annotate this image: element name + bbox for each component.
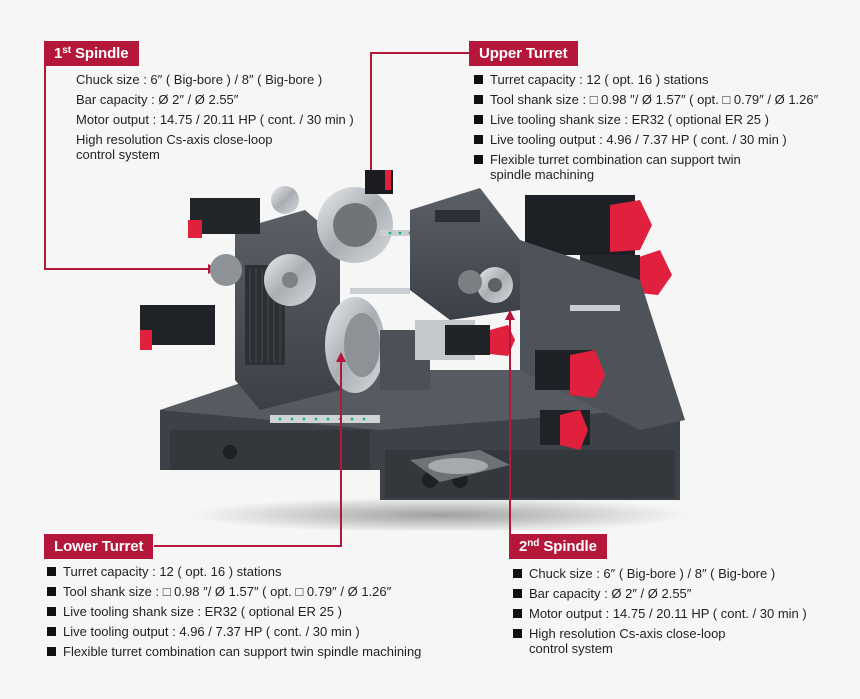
connector-line-upper-turret	[370, 52, 470, 54]
spec-item: Turret capacity : 12 ( opt. 16 ) station…	[473, 72, 818, 87]
connector-line-1st-spindle	[44, 268, 210, 270]
spec-item: High resolution Cs-axis close-loop contr…	[76, 132, 273, 162]
connector-line-2nd-spindle	[509, 318, 511, 534]
title-number: 1	[54, 45, 63, 62]
title-number: 2	[519, 538, 528, 555]
title-ordinal: nd	[527, 538, 540, 549]
arrow-up-icon	[505, 310, 515, 320]
spec-item: Chuck size : 6″ ( Big-bore ) / 8″ ( Big-…	[512, 566, 807, 581]
connector-line-lower-turret	[154, 545, 342, 547]
spec-item: Chuck size : 6″ ( Big-bore ) / 8″ ( Big-…	[76, 72, 323, 87]
spec-item: Live tooling output : 4.96 / 7.37 HP ( c…	[473, 132, 818, 147]
spec-item: Bar capacity : Ø 2″ / Ø 2.55″	[512, 586, 807, 601]
spec-item: Motor output : 14.75 / 20.11 HP ( cont. …	[512, 606, 807, 621]
connector-line-upper-turret	[370, 52, 372, 188]
cnc-lathe-illustration	[140, 170, 690, 530]
label-lower-turret: Lower Turret	[44, 534, 154, 559]
arrow-up-icon	[336, 352, 346, 362]
spec-list-2nd-spindle: Chuck size : 6″ ( Big-bore ) / 8″ ( Big-…	[512, 566, 807, 661]
spec-item: Bar capacity : Ø 2″ / Ø 2.55″	[76, 92, 239, 107]
spec-item: Flexible turret combination can support …	[46, 644, 421, 659]
title-ordinal: st	[62, 45, 71, 56]
label-2nd-spindle: 2nd Spindle	[509, 534, 607, 559]
spec-item: Turret capacity : 12 ( opt. 16 ) station…	[46, 564, 421, 579]
spec-item: Tool shank size : □ 0.98 ″/ Ø 1.57″ ( op…	[46, 584, 421, 599]
label-upper-turret: Upper Turret	[469, 41, 578, 66]
spec-item: Live tooling shank size : ER32 ( optiona…	[46, 604, 421, 619]
connector-line-lower-turret	[340, 360, 342, 547]
connector-line-1st-spindle	[44, 66, 46, 270]
spec-item: Live tooling shank size : ER32 ( optiona…	[473, 112, 818, 127]
spec-list-1st-spindle: Chuck size : 6″ ( Big-bore ) / 8″ ( Big-…	[76, 72, 354, 167]
spec-item: Motor output : 14.75 / 20.11 HP ( cont. …	[76, 112, 354, 127]
spec-item: Flexible turret combination can support …	[473, 152, 773, 182]
title-text: Spindle	[539, 538, 597, 555]
spec-list-lower-turret: Turret capacity : 12 ( opt. 16 ) station…	[46, 564, 421, 664]
spec-item: Tool shank size : □ 0.98 ″/ Ø 1.57″ ( op…	[473, 92, 818, 107]
spec-item: High resolution Cs-axis close-loop contr…	[512, 626, 752, 656]
spec-item: Live tooling output : 4.96 / 7.37 HP ( c…	[46, 624, 421, 639]
label-1st-spindle: 1st Spindle	[44, 41, 139, 66]
spec-list-upper-turret: Turret capacity : 12 ( opt. 16 ) station…	[473, 72, 818, 187]
title-text: Spindle	[70, 45, 129, 62]
